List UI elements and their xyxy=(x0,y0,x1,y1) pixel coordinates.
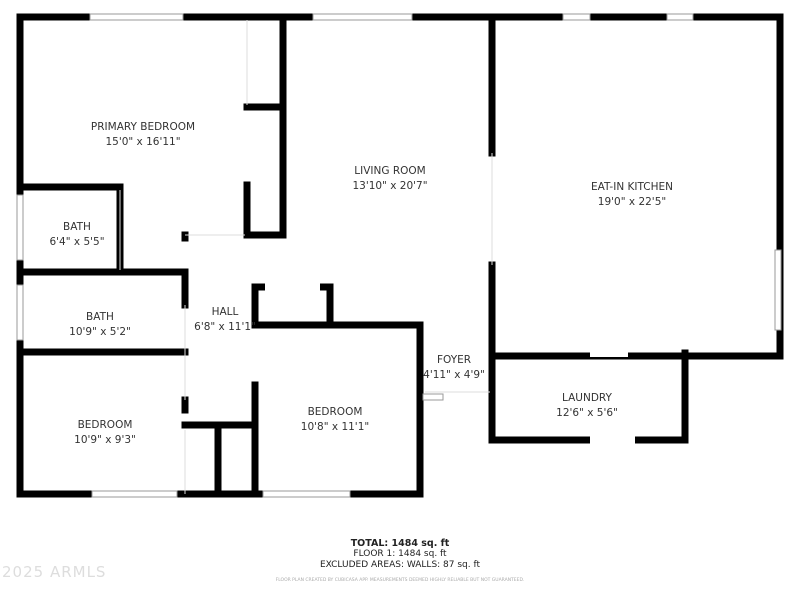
room-name: HALL xyxy=(211,306,239,318)
room-bath-1: BATH 6'4" x 5'5" xyxy=(49,220,104,250)
room-laundry: LAUNDRY 12'6" x 5'6" xyxy=(556,391,618,421)
room-size: 12'6" x 5'6" xyxy=(556,407,618,419)
windows xyxy=(16,13,782,498)
room-living-room: LIVING ROOM 13'10" x 20'7" xyxy=(352,164,427,194)
room-name: BEDROOM xyxy=(307,406,363,418)
room-bedroom-2: BEDROOM 10'8" x 11'1" xyxy=(301,405,369,435)
room-name: LAUNDRY xyxy=(562,392,612,404)
room-name: PRIMARY BEDROOM xyxy=(90,121,196,133)
room-primary-bedroom: PRIMARY BEDROOM 15'0" x 16'11" xyxy=(91,120,195,150)
room-name: BEDROOM xyxy=(77,419,133,431)
room-size: 13'10" x 20'7" xyxy=(352,180,428,192)
room-bedroom-1: BEDROOM 10'9" x 9'3" xyxy=(74,418,136,448)
room-name: BATH xyxy=(86,311,114,323)
room-name: LIVING ROOM xyxy=(354,165,426,177)
room-name: BATH xyxy=(63,221,91,233)
room-size: 10'9" x 5'2" xyxy=(69,326,131,338)
room-size: 4'11" x 4'9" xyxy=(423,369,485,381)
openings xyxy=(265,283,635,444)
floor-area: FLOOR 1: 1484 sq. ft xyxy=(353,549,447,559)
room-name: FOYER xyxy=(436,354,472,366)
room-bath-2: BATH 10'9" x 5'2" xyxy=(69,310,131,340)
area-totals: TOTAL: 1484 sq. ft FLOOR 1: 1484 sq. ft … xyxy=(276,538,525,586)
room-foyer: FOYER 4'11" x 4'9" xyxy=(423,353,485,383)
room-hall: HALL 6'8" x 11'1" xyxy=(194,305,256,335)
room-eat-in-kitchen: EAT-IN KITCHEN 19'0" x 22'5" xyxy=(591,180,673,210)
excluded-area: EXCLUDED AREAS: WALLS: 87 sq. ft xyxy=(319,560,481,570)
room-size: 6'8" x 11'1" xyxy=(194,321,256,333)
room-size: 19'0" x 22'5" xyxy=(597,196,667,208)
disclaimer: FLOOR PLAN CREATED BY CUBICASA APP. MEAS… xyxy=(275,578,525,583)
room-size: 10'9" x 9'3" xyxy=(74,434,136,446)
room-size: 15'0" x 16'11" xyxy=(105,136,181,148)
total-area: TOTAL: 1484 sq. ft xyxy=(350,538,450,549)
thin-lines xyxy=(119,20,493,494)
watermark: 2025 ARMLS xyxy=(2,563,107,581)
room-size: 10'8" x 11'1" xyxy=(300,421,370,433)
room-size: 6'4" x 5'5" xyxy=(49,236,105,248)
room-name: EAT-IN KITCHEN xyxy=(590,181,674,193)
